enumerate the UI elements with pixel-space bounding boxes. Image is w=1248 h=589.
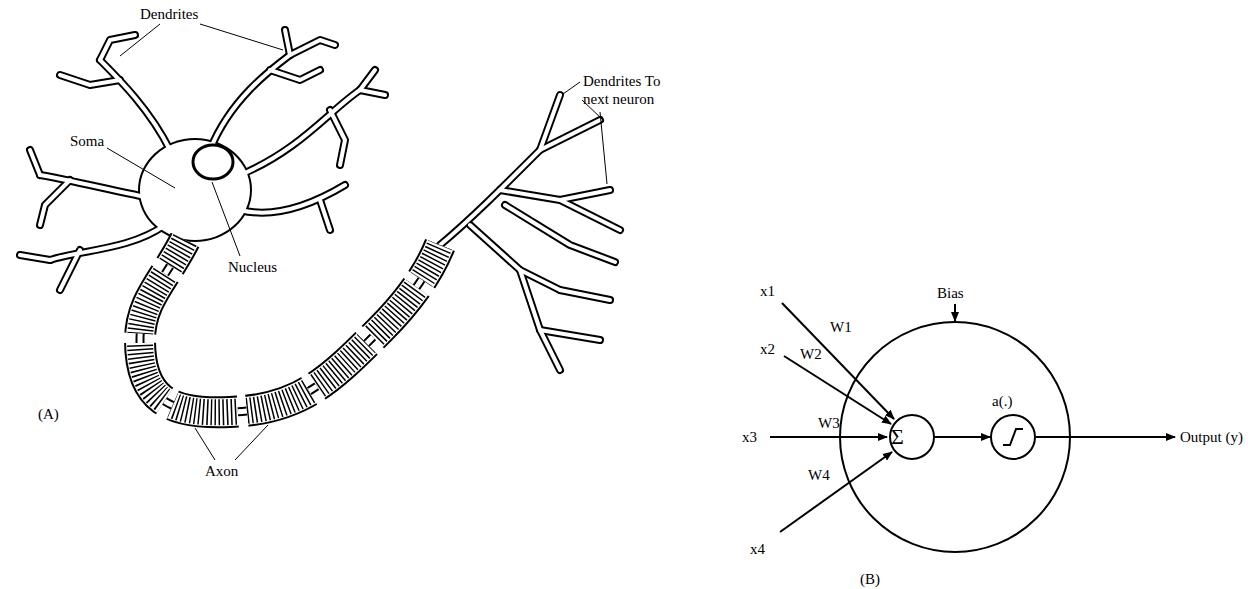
signal-arrow (935, 436, 990, 438)
input-label: x2 (760, 340, 775, 358)
part-label: Axon (205, 462, 238, 480)
input-label: x3 (742, 428, 757, 446)
weight-label: W1 (830, 318, 852, 336)
summation-symbol: Σ (891, 428, 904, 446)
summation-circle: Σ (889, 414, 935, 460)
part-label: Dendrites To next neuron (583, 72, 675, 108)
input-label: x1 (760, 282, 775, 300)
part-label: Dendrites (140, 5, 198, 23)
activation-label: a(.) (992, 392, 1012, 410)
panel-letter: (B) (860, 570, 880, 588)
activation-circle: a(.) (990, 414, 1036, 460)
bias-label: Bias (937, 284, 964, 302)
panel-letter: (A) (38, 405, 59, 423)
part-label: Soma (70, 132, 104, 150)
weight-label: W4 (808, 466, 830, 484)
step-symbol (992, 416, 1034, 458)
weight-label: W3 (818, 414, 840, 432)
weight-label: W2 (800, 345, 822, 363)
output-label: Output (y) (1180, 428, 1243, 446)
part-label: Nucleus (228, 258, 277, 276)
input-label: x4 (750, 540, 765, 558)
